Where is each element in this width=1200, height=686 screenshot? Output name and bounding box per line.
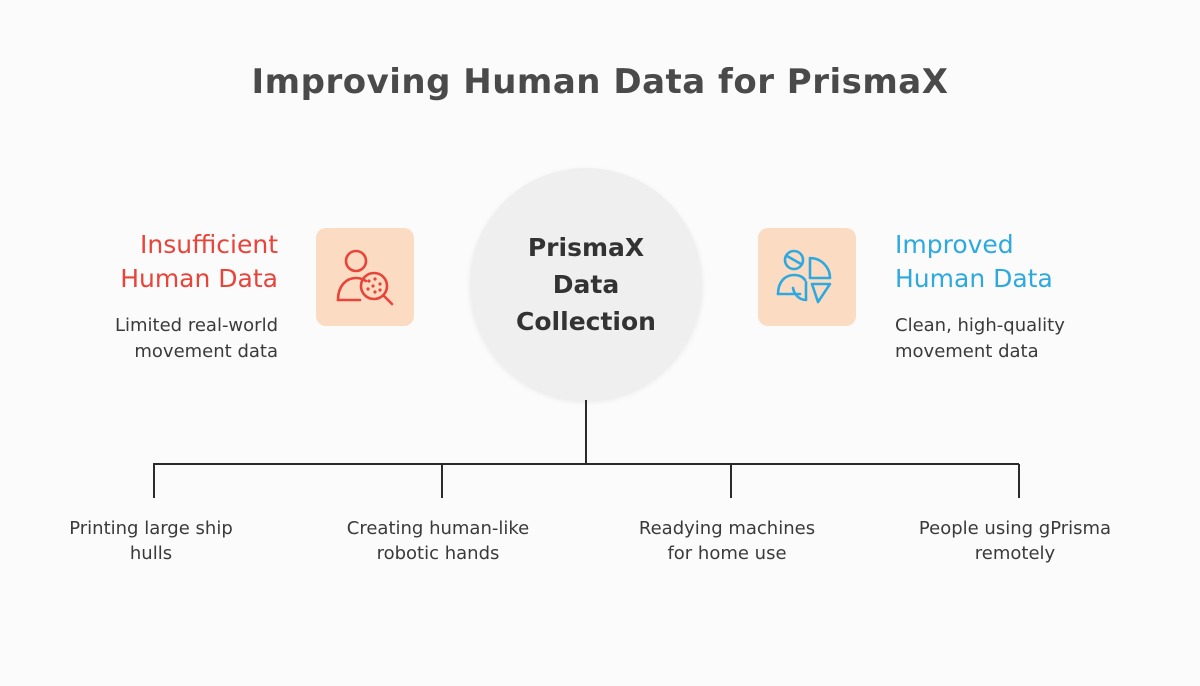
branch-label-home-machines: Readying machines for home use bbox=[607, 516, 847, 566]
improved-title-line1: Improved bbox=[895, 230, 1014, 259]
insufficient-title-line2: Human Data bbox=[120, 264, 278, 293]
branch-4-line2: remotely bbox=[974, 543, 1056, 564]
center-label-line1: PrismaX bbox=[527, 232, 645, 262]
insufficient-data-title: Insufficient Human Data bbox=[38, 228, 278, 296]
insufficient-desc-line2: movement data bbox=[134, 341, 278, 362]
diagram-title: Improving Human Data for PrismaX bbox=[251, 62, 949, 102]
branch-2-line2: robotic hands bbox=[376, 543, 500, 564]
branch-3-line2: for home use bbox=[667, 543, 787, 564]
branch-label-ship-hulls: Printing large ship hulls bbox=[31, 516, 271, 566]
insufficient-desc-line1: Limited real-world bbox=[114, 315, 278, 336]
branch-1-line1: Printing large ship bbox=[69, 518, 233, 539]
center-label-line2: Data bbox=[552, 269, 620, 299]
branch-label-gprisma-remote: People using gPrisma remotely bbox=[895, 516, 1135, 566]
improved-desc-line1: Clean, high-quality bbox=[895, 315, 1065, 336]
insufficient-title-line1: Insufficient bbox=[140, 230, 278, 259]
branch-label-robotic-hands: Creating human-like robotic hands bbox=[318, 516, 558, 566]
insufficient-icon-box bbox=[316, 228, 414, 326]
center-label-line3: Collection bbox=[516, 306, 656, 336]
branch-4-line1: People using gPrisma bbox=[918, 518, 1112, 539]
improved-icon-box bbox=[758, 228, 856, 326]
branch-3-line1: Readying machines bbox=[638, 518, 816, 539]
improved-data-title: Improved Human Data bbox=[895, 228, 1155, 296]
person-pie-chart-icon bbox=[776, 249, 832, 304]
center-label: PrismaX Data Collection bbox=[496, 229, 676, 340]
improved-data-description: Clean, high-quality movement data bbox=[895, 313, 1155, 365]
person-magnifier-icon bbox=[336, 249, 394, 306]
improved-desc-line2: movement data bbox=[895, 341, 1039, 362]
insufficient-data-description: Limited real-world movement data bbox=[38, 313, 278, 365]
branch-1-line2: hulls bbox=[129, 543, 173, 564]
improved-title-line2: Human Data bbox=[895, 264, 1053, 293]
center-circle: PrismaX Data Collection bbox=[470, 168, 702, 400]
branch-2-line1: Creating human-like bbox=[346, 518, 530, 539]
